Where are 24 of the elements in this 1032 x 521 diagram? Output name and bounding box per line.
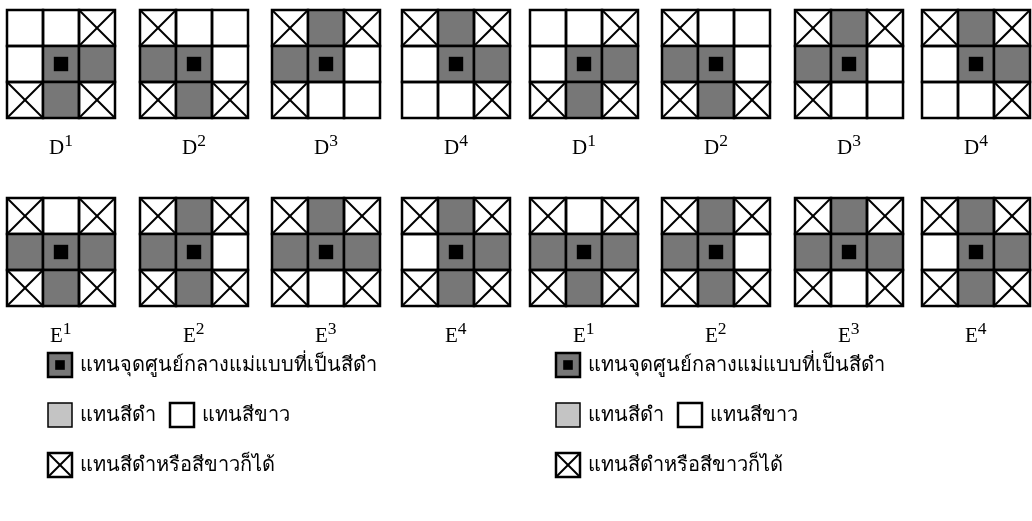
legend-text: แทนสีขาว [202, 401, 290, 428]
pattern-label: E$^{1}$ [50, 317, 72, 347]
legend-text: แทนสีดำ [80, 401, 156, 428]
legend-text: แทนสีดำหรือสีขาวก็ได้ [80, 450, 275, 478]
legend-text: แทนจุดศูนย์กลางแม่แบบที่เป็นสีดำ [588, 350, 885, 378]
legend-text: แทนสีดำ [588, 401, 664, 428]
pattern-label: D$^{1}$ [572, 129, 596, 159]
legend-text: แทนสีดำหรือสีขาวก็ได้ [588, 450, 783, 478]
pattern-label: E$^{1}$ [573, 317, 595, 347]
pattern-label: D$^{3}$ [314, 129, 338, 159]
pattern-label: E$^{3}$ [315, 317, 337, 347]
pattern-label: D$^{1}$ [49, 129, 73, 159]
pattern-label: E$^{2}$ [183, 317, 205, 347]
pattern-label: D$^{4}$ [964, 129, 988, 159]
legend-text: แทนจุดศูนย์กลางแม่แบบที่เป็นสีดำ [80, 350, 377, 378]
pattern-label: E$^{4}$ [965, 317, 987, 347]
pattern-label: E$^{3}$ [838, 317, 860, 347]
pattern-label: D$^{3}$ [837, 129, 861, 159]
legend-text: แทนสีขาว [710, 401, 798, 428]
pattern-label: D$^{2}$ [704, 129, 728, 159]
pattern-label: D$^{2}$ [182, 129, 206, 159]
pattern-label: E$^{2}$ [705, 317, 727, 347]
pattern-label: D$^{4}$ [444, 129, 468, 159]
pattern-label: E$^{4}$ [445, 317, 467, 347]
